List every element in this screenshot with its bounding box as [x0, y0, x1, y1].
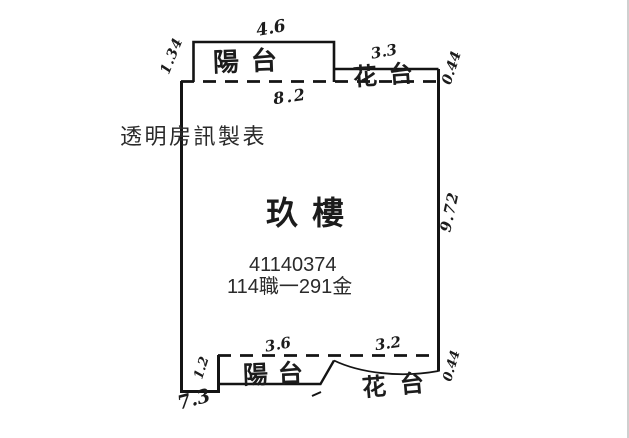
floor-label: 玖樓 — [265, 194, 359, 232]
flower-bed-top-label: 花台 — [352, 57, 426, 92]
case-number: 41140374 — [249, 254, 337, 276]
dim-flower-bed-top-width: 3.3 — [369, 40, 399, 63]
producer-stamp: 透明房訊製表 — [120, 124, 268, 149]
dim-flower-bed-bottom-width: 3.2 — [373, 332, 403, 355]
balcony-bottom-label: 陽台 — [242, 358, 314, 390]
balcony-top-label: 陽台 — [212, 45, 290, 79]
flower-bed-bottom-label: 花台 — [360, 366, 440, 403]
balcony-top-outline — [192, 40, 336, 82]
file-reference: 114職一291金 — [227, 276, 353, 298]
dim-balcony-bottom-width: 3.6 — [263, 333, 293, 356]
dim-unit-top-width: 8.2 — [271, 84, 309, 109]
balcony-bottom-outline — [218, 359, 336, 386]
flower-bed-bottom-curve — [333, 359, 439, 376]
pen-tick — [311, 391, 322, 397]
scan-edge — [627, 0, 629, 438]
dim-balcony-top-width: 4.6 — [254, 16, 288, 41]
wall-left — [180, 81, 220, 393]
